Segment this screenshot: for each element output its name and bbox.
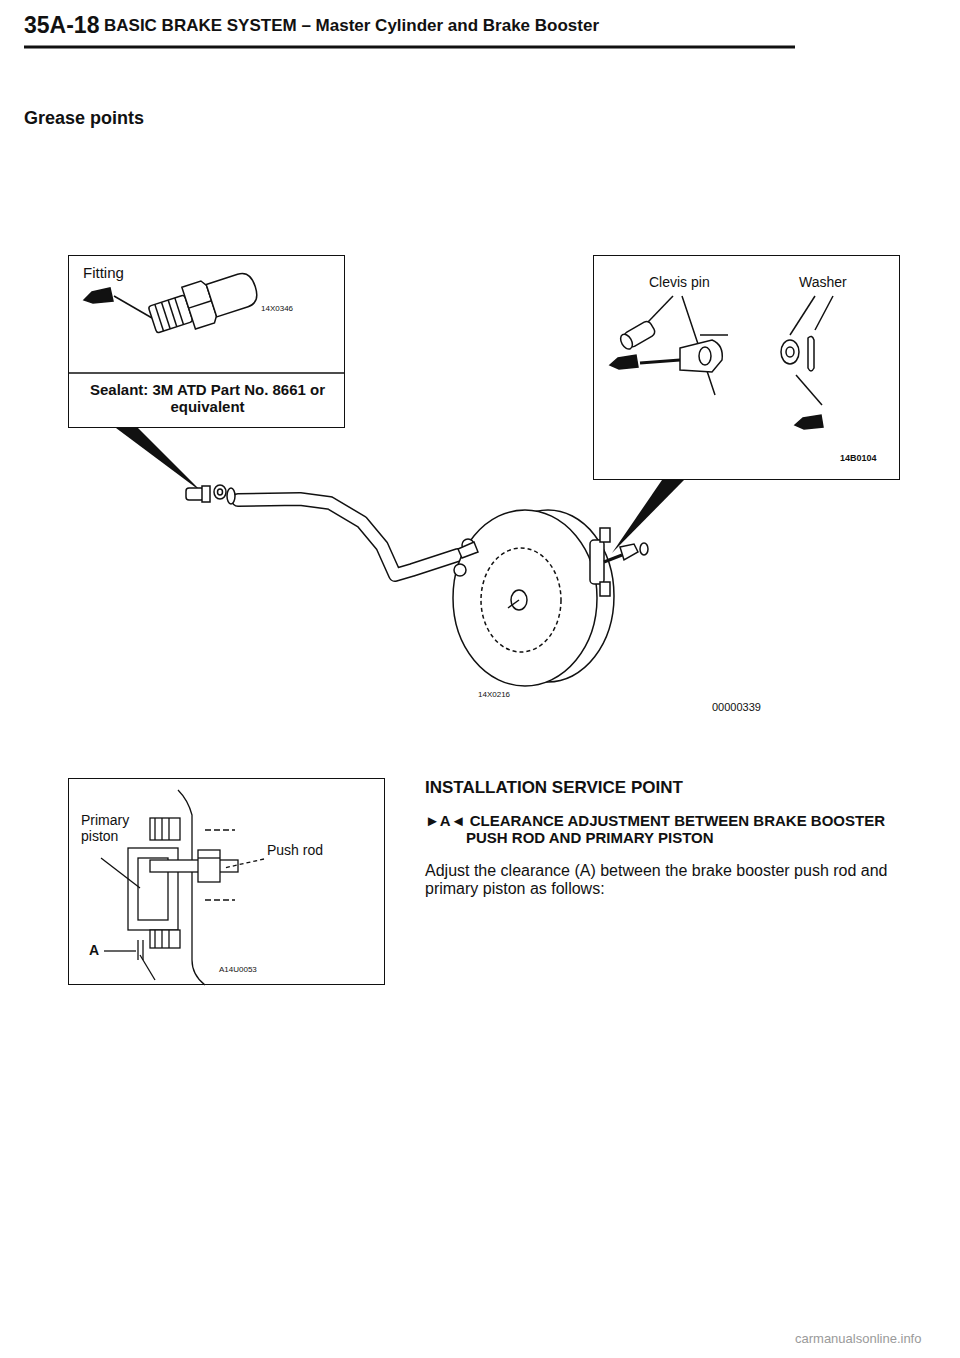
header-rule bbox=[24, 46, 795, 49]
hose-fittings bbox=[186, 485, 235, 504]
drawing-stroke bbox=[104, 950, 136, 951]
drawing-stroke bbox=[168, 930, 169, 948]
drawing-stroke bbox=[150, 930, 180, 948]
sealant-note: Sealant: 3M ATD Part No. 8661 or equival… bbox=[79, 381, 336, 416]
drawing-stroke bbox=[795, 415, 823, 429]
drawing-stroke bbox=[154, 930, 155, 948]
dimension-label: A bbox=[89, 942, 105, 958]
watermark: carmanualsonline.info bbox=[795, 1332, 955, 1347]
drawing-stroke bbox=[815, 296, 833, 330]
callout-box: Clevis pin Washer 14B0104 bbox=[593, 255, 900, 480]
drawing-stroke bbox=[162, 302, 171, 329]
drawing-stroke bbox=[146, 266, 262, 341]
callout-pointer bbox=[116, 428, 203, 493]
figure-code: 00000339 bbox=[712, 701, 802, 714]
drawing-stroke bbox=[168, 818, 169, 840]
drawing-stroke bbox=[155, 304, 164, 331]
drawing-stroke bbox=[700, 334, 728, 336]
drawing-stroke bbox=[618, 320, 656, 351]
page-number: 35A-18 bbox=[24, 12, 104, 38]
drawing-stroke bbox=[618, 332, 635, 351]
drawing-stroke bbox=[189, 301, 212, 308]
figure-code: 14B0104 bbox=[840, 453, 896, 463]
drawing-stroke bbox=[218, 489, 223, 495]
drawing-stroke bbox=[781, 340, 799, 364]
drawing-stroke bbox=[154, 818, 155, 840]
drawing-stroke bbox=[227, 488, 235, 504]
drawing-stroke bbox=[150, 860, 238, 872]
drawing-stroke bbox=[101, 858, 140, 888]
drawing-stroke bbox=[238, 499, 458, 575]
drawing-stroke bbox=[205, 829, 235, 830]
drawing-stroke bbox=[114, 296, 152, 318]
clevis-drawing bbox=[610, 296, 833, 429]
drawing-stroke bbox=[206, 270, 260, 317]
figure-code: 14X0216 bbox=[478, 690, 538, 699]
drawing-stroke bbox=[600, 528, 610, 542]
part-name: Primary piston bbox=[81, 812, 143, 844]
drawing-stroke bbox=[224, 859, 264, 868]
drawing-stroke bbox=[610, 355, 638, 369]
callout-box: Fitting 14X0346Sealant: 3M ATD Part No. 8… bbox=[68, 255, 345, 428]
drawing-stroke bbox=[640, 543, 648, 555]
drawing-stroke bbox=[640, 360, 680, 363]
vacuum-hose bbox=[238, 499, 458, 575]
drawing-stroke bbox=[161, 818, 162, 840]
drawing-stroke bbox=[84, 288, 113, 303]
drawing-stroke bbox=[590, 540, 604, 584]
drawing-stroke bbox=[699, 347, 711, 365]
callout-pointer bbox=[612, 480, 684, 553]
box-divider bbox=[68, 372, 345, 374]
page-title: BASIC BRAKE SYSTEM – Master Cylinder and… bbox=[104, 16, 824, 36]
service-heading: INSTALLATION SERVICE POINT bbox=[425, 778, 845, 798]
drawing-stroke bbox=[453, 510, 597, 686]
drawing-stroke bbox=[604, 555, 622, 562]
drawing-stroke bbox=[600, 582, 610, 596]
brake-booster bbox=[453, 510, 648, 686]
drawing-stroke bbox=[680, 340, 722, 372]
part-name: Push rod bbox=[267, 842, 357, 858]
drawing-stroke bbox=[168, 300, 177, 327]
drawing-stroke bbox=[238, 499, 458, 575]
drawing-stroke bbox=[178, 790, 205, 985]
drawing-stroke bbox=[454, 564, 466, 576]
drawing-stroke bbox=[161, 930, 162, 948]
drawing-stroke bbox=[202, 486, 210, 502]
drawing-stroke bbox=[142, 940, 143, 960]
drawing-stroke bbox=[205, 899, 235, 900]
drawing-stroke bbox=[481, 548, 561, 652]
drawing-stroke bbox=[198, 850, 220, 882]
callout-title: Fitting bbox=[83, 264, 173, 281]
procedure-heading: ►A◄ CLEARANCE ADJUSTMENT BETWEEN BRAKE B… bbox=[425, 812, 897, 847]
drawing-stroke bbox=[796, 375, 822, 405]
drawing-stroke bbox=[648, 296, 673, 322]
drawing-stroke bbox=[140, 955, 155, 980]
drawing-stroke bbox=[786, 347, 794, 357]
figure-box: Primary pistonPush rodA A14U0053 bbox=[68, 778, 385, 985]
drawing-stroke bbox=[198, 857, 220, 858]
figure-code: 14X0346 bbox=[261, 304, 333, 313]
section-heading: Grease points bbox=[24, 108, 244, 129]
drawing-stroke bbox=[808, 336, 814, 371]
figure-code: A14U0053 bbox=[219, 965, 291, 974]
drawing-stroke bbox=[137, 940, 138, 960]
drawing-stroke bbox=[150, 818, 180, 840]
drawing-stroke bbox=[508, 600, 519, 608]
drawing-stroke bbox=[458, 542, 478, 558]
drawing-stroke bbox=[175, 298, 184, 325]
part-name: Clevis pin bbox=[649, 274, 739, 290]
drawing-stroke bbox=[790, 296, 815, 335]
procedure-text: Adjust the clearance (A) between the bra… bbox=[425, 862, 903, 899]
part-name: Washer bbox=[799, 274, 879, 290]
drawing-stroke bbox=[620, 544, 638, 560]
drawing-stroke bbox=[214, 485, 226, 499]
